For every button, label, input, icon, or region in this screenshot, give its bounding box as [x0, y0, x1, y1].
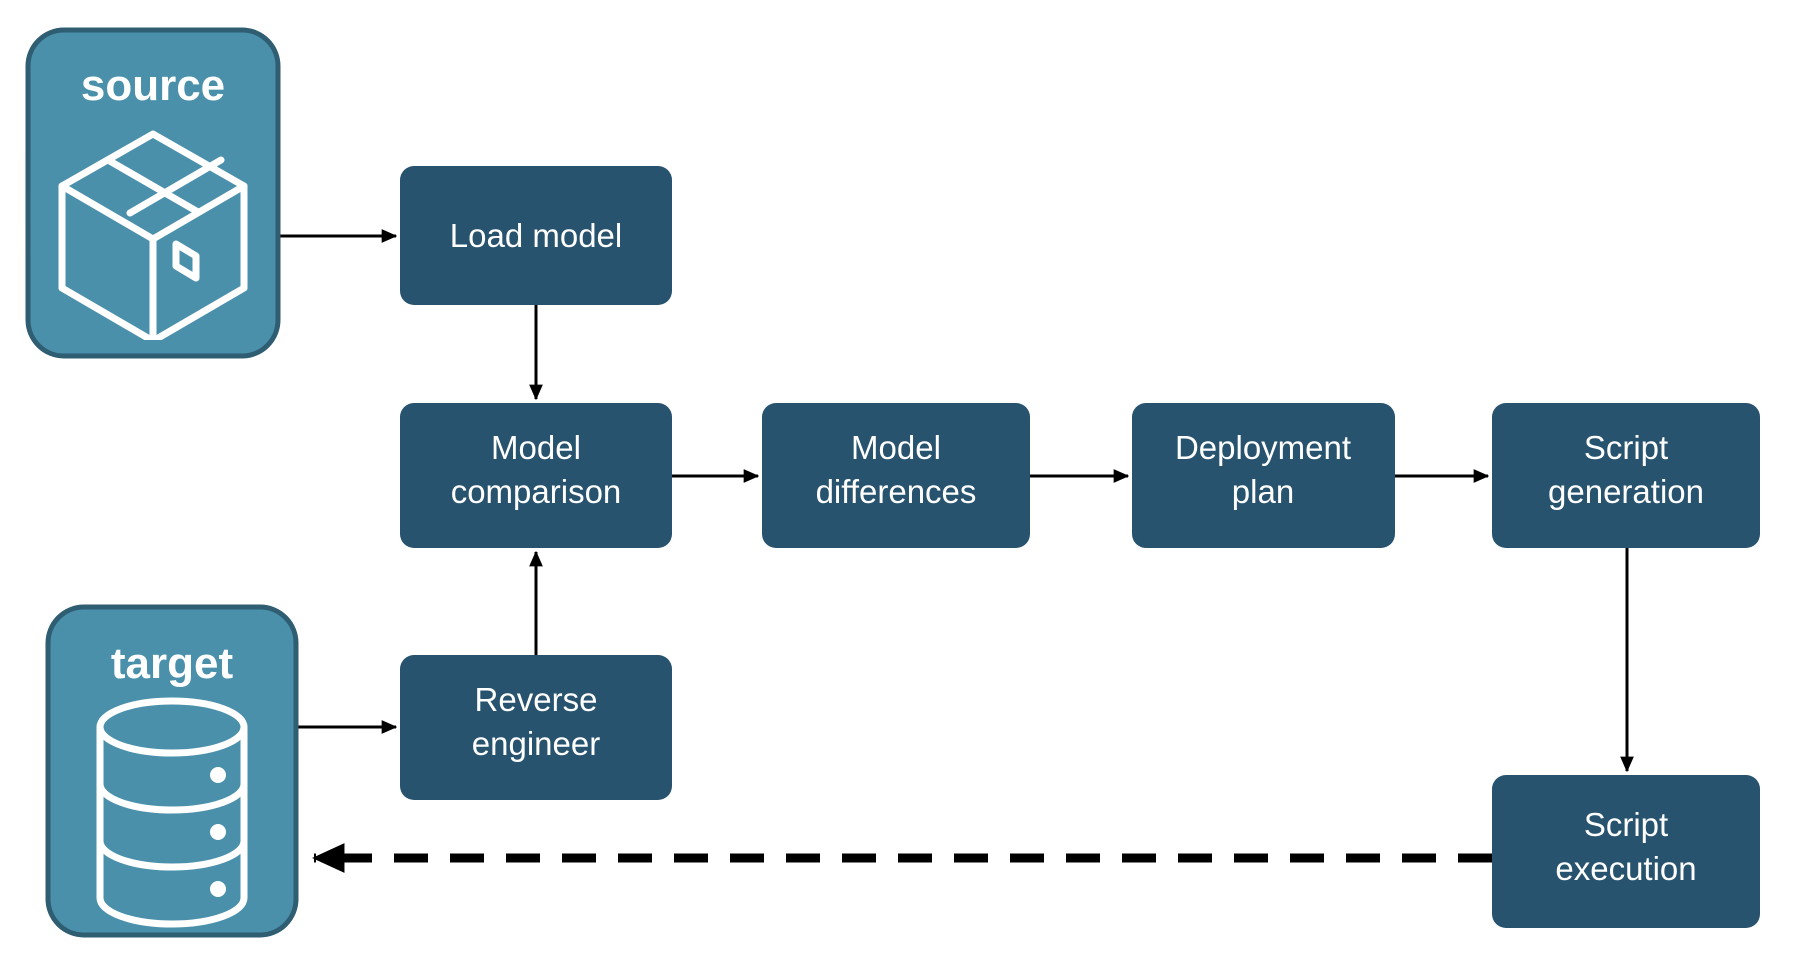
- database-cylinder-icon: [96, 697, 248, 928]
- source-label: source: [81, 61, 225, 110]
- target-label: target: [111, 639, 234, 688]
- deployment-plan-label-line1: Deployment: [1175, 429, 1351, 466]
- process-reverse-engineer[interactable]: Reverse engineer: [400, 655, 672, 800]
- connectors-layer: [278, 229, 1634, 873]
- script-execution-label-line2: execution: [1555, 850, 1696, 887]
- deployment-plan-label-line2: plan: [1232, 473, 1294, 510]
- model-comparison-box-shape: [400, 403, 672, 548]
- script-generation-label-line2: generation: [1548, 473, 1704, 510]
- process-model-differences[interactable]: Model differences: [762, 403, 1030, 548]
- process-script-generation[interactable]: Script generation: [1492, 403, 1760, 548]
- load-model-box-shape: [400, 166, 672, 305]
- model-comparison-label-line2: comparison: [451, 473, 622, 510]
- script-execution-label-line1: Script: [1584, 806, 1668, 843]
- package-box-icon: [58, 130, 248, 340]
- script-execution-box-shape: [1492, 775, 1760, 928]
- process-load-model[interactable]: Load model: [400, 166, 672, 305]
- script-generation-label-line1: Script: [1584, 429, 1668, 466]
- reverse-engineer-box-shape: [400, 655, 672, 800]
- process-script-execution[interactable]: Script execution: [1492, 775, 1760, 928]
- model-differences-box-shape: [762, 403, 1030, 548]
- load-model-label: Load model: [450, 217, 622, 254]
- source-box-shape: [25, 27, 281, 359]
- model-comparison-label-line1: Model: [491, 429, 581, 466]
- process-model-comparison[interactable]: Model comparison: [400, 403, 672, 548]
- reverse-engineer-label-line2: engineer: [472, 725, 600, 762]
- process-deployment-plan[interactable]: Deployment plan: [1132, 403, 1395, 548]
- endpoint-target[interactable]: target: [45, 604, 299, 938]
- endpoint-source[interactable]: source: [25, 27, 281, 359]
- deployment-plan-box-shape: [1132, 403, 1395, 548]
- reverse-engineer-label-line1: Reverse: [475, 681, 598, 718]
- model-differences-label-line1: Model: [851, 429, 941, 466]
- model-differences-label-line2: differences: [816, 473, 977, 510]
- script-generation-box-shape: [1492, 403, 1760, 548]
